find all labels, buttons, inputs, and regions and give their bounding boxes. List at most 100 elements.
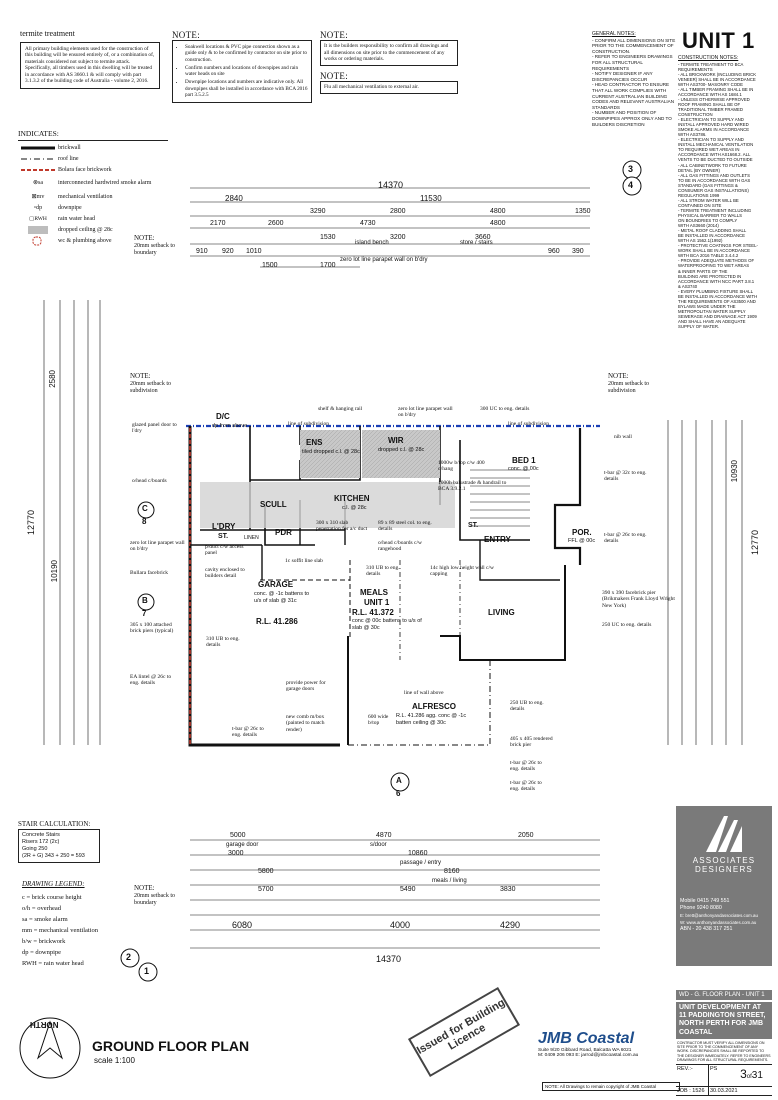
room-unit: UNIT 1 <box>364 598 390 607</box>
dim: 4870 <box>376 832 392 839</box>
general-note-line: - CONFIRM ALL DIMENSIONS ON SITE <box>592 37 676 43</box>
annot-comb: new comb m/box (painted to match render) <box>286 714 325 733</box>
room-alfresco-note: R.L. 41.286 agg. conc @ -1c batten ceili… <box>396 713 467 726</box>
room-labels: ENS tiled dropped c.l. @ 28c WIR dropped… <box>212 412 595 726</box>
legend-item: c = brick course height <box>22 893 82 901</box>
room-ldry: L'DRY <box>212 522 236 531</box>
dim: 3200 <box>390 234 406 241</box>
note-boundary-top: NOTE: 20mm setback to boundary <box>134 234 194 257</box>
dim: 3000 <box>228 850 244 857</box>
legend-label: wc & plumbing above <box>58 237 112 244</box>
title-block: WD - G. FLOOR PLAN - UNIT 1 UNIT DEVELOP… <box>676 990 772 1097</box>
sheet-title: WD - G. FLOOR PLAN - UNIT 1 <box>676 990 772 1000</box>
construction-note-line: - UNLESS OTHERWISE APPROVED <box>678 96 750 102</box>
construction-note-line: PHYSICAL BARRIER TO WALLS <box>678 213 742 218</box>
construction-note-line: TRADITIONAL TIMBER FRAMED <box>678 107 743 113</box>
legend-label: dropped ceiling @ 28c <box>58 226 113 233</box>
dim-overall: 14370 <box>376 954 402 964</box>
legend-item: mm = mechanical ventilation <box>22 926 99 934</box>
construction-note-line: & AS3740 <box>678 283 698 289</box>
left-dimension-chains <box>43 300 101 745</box>
room-por: POR. <box>572 528 592 537</box>
dim: 1500 <box>262 262 278 269</box>
stair-calc-title: STAIR CALCULATION: <box>18 820 91 828</box>
annot-ub250: 250 UB to eng. details <box>510 700 544 713</box>
mech-vent-icon: ⊠mv <box>31 193 45 200</box>
construction-notes-title: CONSTRUCTION NOTES: <box>678 55 739 61</box>
room-wir: WIR <box>388 436 404 445</box>
construction-note-line: INSTALL APPROVED HARD WIRED <box>678 122 749 128</box>
annot-shelf: shelf & hanging rail <box>318 406 363 412</box>
termite-panel: termite treatment All primary building e… <box>20 29 160 90</box>
construction-note-line: ROOF FRAMING SHALL BE OF <box>678 101 741 107</box>
note-soakwell: NOTE: Soakwell locations & PVC pipe conn… <box>172 30 312 104</box>
annot-attached: 305 x 100 attached brick piers (typical) <box>130 622 174 635</box>
general-note-line: - REFER TO ENGINEERS DRAWINGS <box>592 54 673 60</box>
section-label: 3 <box>628 164 634 174</box>
dim: 2840 <box>225 194 243 203</box>
drawn-by: PS <box>710 1066 718 1073</box>
ens-dropped-ceiling <box>300 430 360 478</box>
construction-note-line: WITH BCA 2016 TABLE 3.4.4.2 <box>678 253 739 259</box>
note-item: Confirm numbers and locations of downpip… <box>185 65 308 78</box>
legend-item: o/h = overhead <box>22 904 62 912</box>
dim: 1010 <box>246 248 262 255</box>
rainwater-head-icon: ▢RWH <box>29 215 47 222</box>
section-sub: 8 <box>142 517 147 526</box>
general-note-line: CODES AND RELEVANT AUSTRALIAN <box>592 99 675 105</box>
plan-scale: scale 1:100 <box>94 1056 135 1065</box>
construction-note-line: CONSTRUCTION <box>678 112 713 118</box>
construction-note-line: SUPPLY OF WATER. <box>678 324 720 330</box>
builder-contact: M: 0409 206 093 E: jarrod@jmbcoastal.com… <box>538 1053 639 1058</box>
dim: 1700 <box>320 262 336 269</box>
construction-note-line: CONTAINED ON SITE <box>678 202 722 208</box>
general-notes-title: GENERAL NOTES: <box>592 31 636 37</box>
room-garage-rl: R.L. 41.286 <box>256 617 298 626</box>
room-bed1-note: conc. @ 00c <box>508 466 539 472</box>
dim: 1350 <box>575 208 591 215</box>
project-title: UNIT DEVELOPMENT AT 11 PADDINGTON STREET… <box>676 1002 772 1039</box>
section-sub: 7 <box>142 609 147 618</box>
dim: 5000 <box>230 832 246 839</box>
room-scull: SCULL <box>260 500 287 509</box>
room-ens-note: tiled dropped c.l. @ 28c <box>302 449 360 455</box>
annot-tbar: t-bar @ 32c to eng. details <box>604 470 647 483</box>
north-arrow <box>19 1017 81 1079</box>
construction-note-line: WITH AS3786. <box>678 132 707 138</box>
annot-1000w: 1000w b/top c/w 400 o/hang <box>438 460 485 473</box>
construction-note-line: - ALL TIMBER FRAMING SHALL BE IN <box>678 86 754 92</box>
wir-dropped-ceiling <box>362 430 440 478</box>
legend-label: brickwall <box>58 144 81 151</box>
legend-item: b/w = brickwork <box>22 937 66 945</box>
date: 30.03.2021 <box>710 1088 738 1095</box>
stair-calc-line: Risers 172 (2c) <box>22 838 60 845</box>
annot-slab: 300 x 310 slab penetration for a/c duct <box>316 520 368 533</box>
annot-subdivision: line of subdivision <box>288 421 329 427</box>
job-number: JOB : 1526 <box>676 1087 709 1096</box>
construction-note-line: SEWERAGE AND DRAINAGE ACT 1909 <box>678 313 757 319</box>
construction-note-line: AND SHALL HAVE AN ADEQUATE <box>678 318 746 324</box>
dim: 3830 <box>500 886 516 893</box>
designer-name-2: DESIGNERS <box>695 865 753 874</box>
construction-note-line: ACCORDANCE WITH AS 1684.1 <box>678 91 742 97</box>
roofline-swatch <box>21 158 55 160</box>
note-text: 20mm setback to subdivision <box>608 380 649 394</box>
construction-note-line: ACCORDANCE WITH NCC PART 3.8.1 <box>678 278 755 284</box>
title-small-note: CONTRACTOR MUST VERIFY ALL DIMENSIONS ON… <box>677 1040 771 1062</box>
note-title: NOTE: <box>320 30 348 40</box>
construction-note-line: - PROVIDE ADEQUATE METHODS OF <box>678 258 755 264</box>
dim: 2800 <box>390 208 406 215</box>
construction-note-line: DETAIL (BY OWNER) <box>678 167 720 173</box>
room-entry: ENTRY <box>484 535 511 544</box>
top-dimension-chains <box>190 187 590 268</box>
dim-label: s/door <box>370 842 387 848</box>
annot-col: 89 x 89 steel col. to eng. details <box>378 520 432 533</box>
unit-title: UNIT 1 <box>682 28 755 53</box>
annot-glazed: glazed panel door to l'dry <box>132 422 177 435</box>
bottom-dimension-chains <box>190 839 600 949</box>
annot-b600: 600 wide b/top <box>368 714 389 727</box>
termite-text: All primary building elements used for t… <box>25 45 155 85</box>
room-linen: LINEN <box>244 535 259 541</box>
construction-note-line: REQUIREMENTS <box>678 66 713 72</box>
